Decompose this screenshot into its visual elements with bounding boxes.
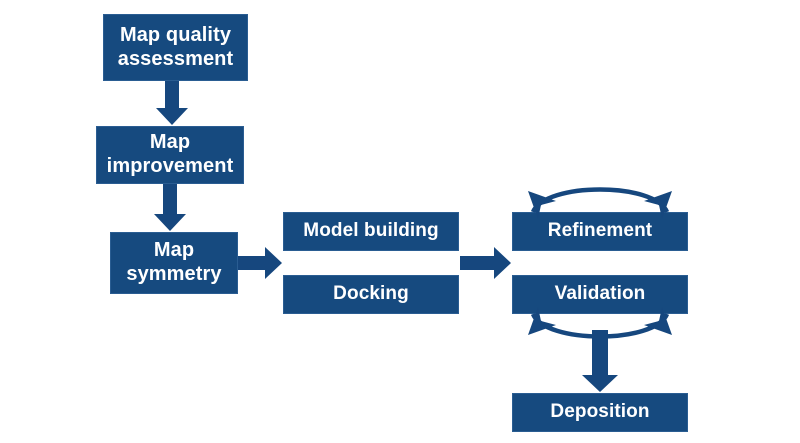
arrow-down-improvement-to-symmetry-icon bbox=[154, 184, 186, 231]
node-validation[interactable]: Validation bbox=[512, 275, 688, 314]
node-label: Model building bbox=[303, 220, 439, 242]
node-label: Map symmetry bbox=[126, 239, 222, 285]
arrow-right-symmetry-to-building-icon bbox=[238, 247, 282, 279]
node-label: Docking bbox=[333, 283, 409, 305]
node-label: Refinement bbox=[547, 220, 653, 242]
node-label: Map quality assessment bbox=[117, 23, 234, 70]
node-model-building[interactable]: Model building bbox=[283, 212, 459, 251]
arrow-down-validation-to-deposition-icon bbox=[582, 330, 618, 392]
node-map-improvement[interactable]: Map improvement bbox=[96, 126, 244, 184]
node-label: Deposition bbox=[550, 401, 650, 423]
node-map-quality-assessment[interactable]: Map quality assessment bbox=[103, 14, 248, 81]
arrow-right-building-to-refinement-icon bbox=[460, 247, 511, 279]
cycle-arc-top bbox=[530, 187, 670, 214]
node-deposition[interactable]: Deposition bbox=[512, 393, 688, 432]
node-refinement[interactable]: Refinement bbox=[512, 212, 688, 251]
node-map-symmetry[interactable]: Map symmetry bbox=[110, 232, 238, 294]
cycle-arc-bottom bbox=[530, 312, 670, 339]
arrow-down-quality-to-improvement-icon bbox=[156, 81, 188, 125]
node-label: Map improvement bbox=[106, 131, 234, 177]
node-docking[interactable]: Docking bbox=[283, 275, 459, 314]
node-label: Validation bbox=[554, 283, 646, 305]
